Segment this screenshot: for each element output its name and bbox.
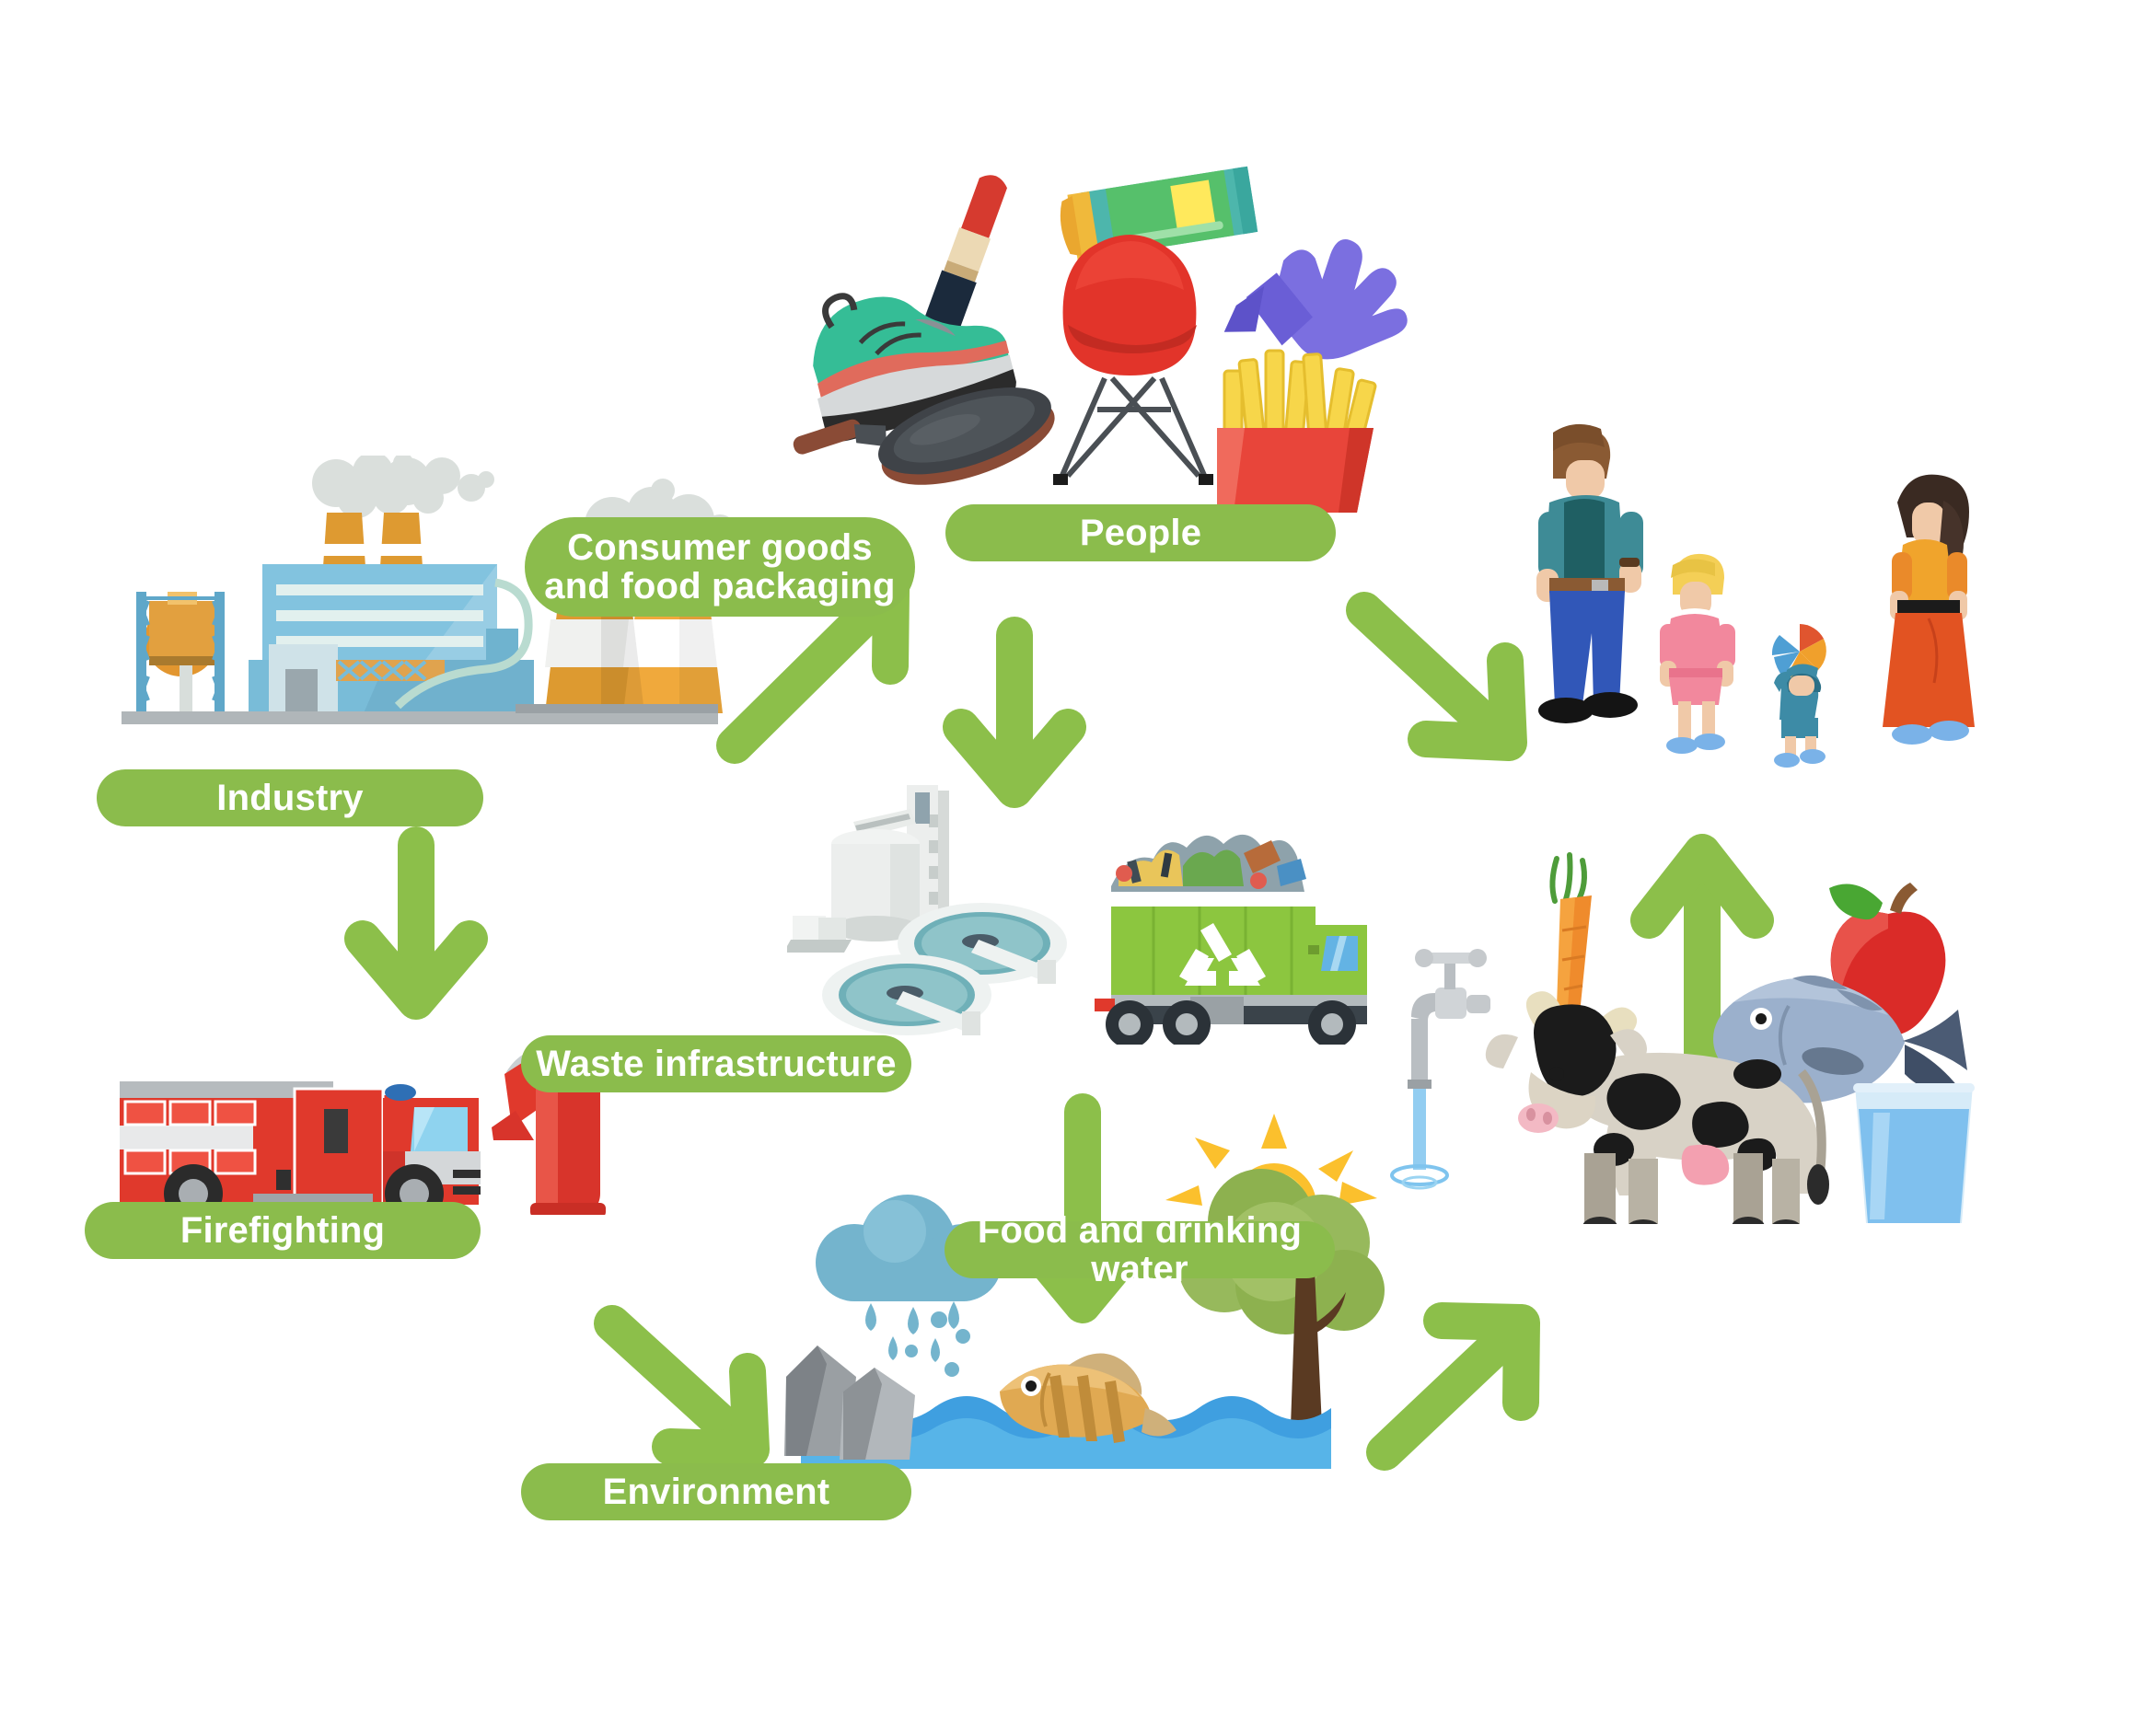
food-and-water-illustration — [1385, 842, 2030, 1224]
purple-glove-icon — [1223, 239, 1408, 360]
arrow-consumer-to-waste — [943, 617, 1086, 808]
industry-illustration — [110, 456, 736, 773]
node-consumer-goods-label: Consumer goods and food packaging — [544, 527, 896, 606]
smoke-clouds-icon — [312, 456, 494, 518]
arrow-firefighting-to-environment — [594, 1305, 770, 1468]
red-chair-icon — [1053, 235, 1213, 485]
perch-fish-icon — [1000, 1353, 1177, 1443]
node-firefighting-label: Firefighting — [180, 1210, 386, 1251]
consumer-goods-illustration — [792, 152, 1427, 515]
node-environment[interactable]: Environment — [521, 1463, 911, 1520]
node-consumer-goods[interactable]: Consumer goods and food packaging — [525, 517, 915, 617]
tree-icon — [1178, 1169, 1385, 1426]
settling-tanks-icon — [822, 903, 1067, 1035]
node-food-and-drinking-water-label: Food and drinking water — [977, 1210, 1303, 1289]
sneaker-icon — [813, 293, 1016, 442]
rocks-icon — [784, 1346, 915, 1460]
adult-man-icon — [1536, 423, 1643, 723]
node-food-and-drinking-water[interactable]: Food and drinking water — [945, 1211, 1335, 1288]
girl-icon — [1660, 553, 1735, 754]
trash-pile-icon — [1111, 834, 1306, 892]
firefighting-illustration — [110, 989, 700, 1215]
arrow-consumer-to-people — [1346, 592, 1527, 761]
node-industry-label: Industry — [216, 778, 364, 818]
waste-infrastructure-illustration — [787, 778, 1372, 1045]
node-waste-infrastructure[interactable]: Waste infrastructure — [521, 1035, 911, 1092]
recycling-symbol-icon — [1179, 923, 1266, 986]
garbage-truck-icon — [1095, 834, 1367, 1045]
adult-woman-icon — [1883, 474, 1975, 745]
cow-icon — [1485, 991, 1829, 1224]
toddler-icon — [1771, 624, 1827, 768]
node-industry[interactable]: Industry — [97, 769, 483, 826]
rain-cloud-icon — [816, 1195, 1002, 1301]
node-environment-label: Environment — [602, 1472, 830, 1512]
raindrops-icon — [865, 1301, 970, 1377]
node-people-label: People — [1079, 513, 1202, 553]
node-firefighting[interactable]: Firefighting — [85, 1202, 481, 1259]
node-waste-infrastructure-label: Waste infrastructure — [536, 1044, 897, 1084]
environment-illustration — [773, 1104, 1427, 1491]
arrow-industry-to-firefighting — [344, 826, 488, 1020]
glass-of-water-icon — [1853, 1083, 1975, 1223]
french-fries-icon — [1217, 349, 1377, 513]
node-people[interactable]: People — [945, 504, 1336, 561]
frying-pan-icon — [793, 387, 1055, 485]
people-illustration — [1496, 414, 2030, 778]
lipstick-icon — [910, 175, 1007, 368]
fire-truck-icon — [120, 1081, 481, 1215]
faucet-icon — [1390, 949, 1490, 1190]
wastewater-treatment-plant-icon — [787, 785, 949, 953]
